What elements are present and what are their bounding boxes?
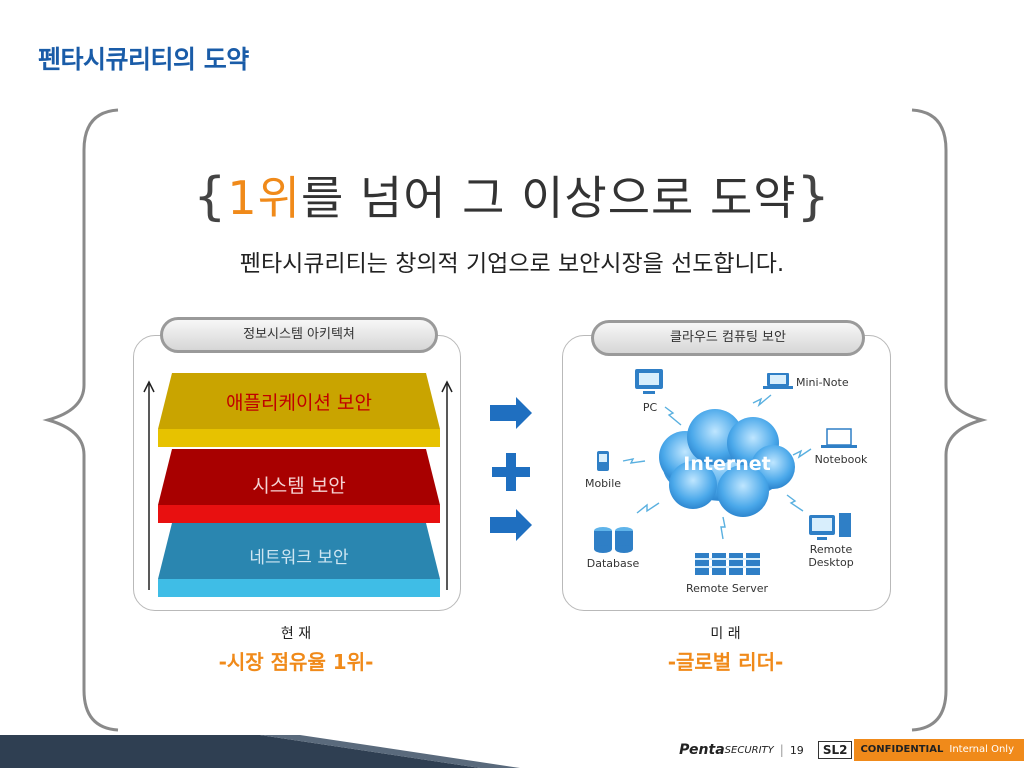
headline-accent: 1위 (227, 171, 301, 225)
remote-desktop-label-1: Remote (809, 543, 853, 556)
layer-network-label: 네트워크 보안 (249, 548, 349, 568)
brand-logo-bold: Penta (679, 742, 725, 758)
layer-system: 시스템 보안 (158, 449, 440, 523)
internet-cloud-icon (659, 409, 795, 517)
database-label: Database (586, 557, 640, 570)
headline-text: 를 넘어 그 이상으로 도약 (300, 171, 797, 225)
database-icon (594, 527, 633, 553)
internet-label: Internet (683, 453, 771, 475)
arrow-right-icon (490, 397, 532, 429)
layer-system-label: 시스템 보안 (252, 475, 346, 497)
mobile-icon (597, 451, 609, 471)
headline-open-brace: { (193, 167, 228, 227)
pc-label: PC (642, 401, 658, 414)
pc-icon (635, 369, 663, 394)
remote-desktop-icon (809, 513, 851, 540)
brand-logo-rest: SECURITY (724, 744, 774, 756)
left-brace (42, 108, 119, 732)
current-caption: 현 재 (280, 626, 312, 642)
left-panel-tab: 정보시스템 아키텍쳐 (160, 317, 438, 353)
headline: {1위를 넘어 그 이상으로 도약} (0, 162, 1024, 228)
future-caption: 미 래 (710, 626, 741, 642)
signal-lines (622, 394, 812, 540)
middle-connectors (490, 397, 532, 541)
right-panel-tab: 클라우드 컴퓨팅 보안 (591, 320, 865, 356)
footer-divider: | (779, 743, 784, 757)
mobile-label: Mobile (584, 477, 622, 490)
layer-application: 애플리케이션 보안 (158, 373, 440, 449)
cloud-diagram (594, 369, 857, 575)
slide-title: 펜타시큐리티의 도약 (38, 45, 249, 74)
notebook-icon (821, 428, 857, 448)
layer-network: 네트워크 보안 (158, 523, 440, 598)
sl-label: SL2 (817, 741, 853, 759)
subline: 펜타시큐리티는 창의적 기업으로 보안시장을 선도합니다. (239, 251, 785, 277)
growth-arrows (143, 380, 453, 590)
plus-icon (492, 453, 530, 491)
confidential-badge: CONFIDENTIAL (854, 739, 948, 761)
remote-desktop-label-2: Desktop (808, 556, 854, 569)
bottom-bar (0, 735, 520, 768)
remote-server-icon (695, 553, 760, 575)
internal-only-badge: Internal Only (947, 739, 1024, 761)
mini-note-label: Mini-Note (796, 376, 849, 389)
future-caption-sub: -글로벌 리더- (667, 650, 784, 674)
current-caption-sub: -시장 점유율 1위- (218, 650, 374, 674)
headline-close-brace: } (796, 167, 831, 227)
layer-application-label: 애플리케이션 보안 (226, 392, 372, 414)
right-brace (911, 108, 988, 732)
notebook-label: Notebook (814, 453, 868, 466)
arrow-right-icon (490, 509, 532, 541)
mini-note-icon (763, 373, 793, 389)
remote-server-label: Remote Server (685, 582, 768, 595)
page-number: 19 (789, 743, 804, 757)
